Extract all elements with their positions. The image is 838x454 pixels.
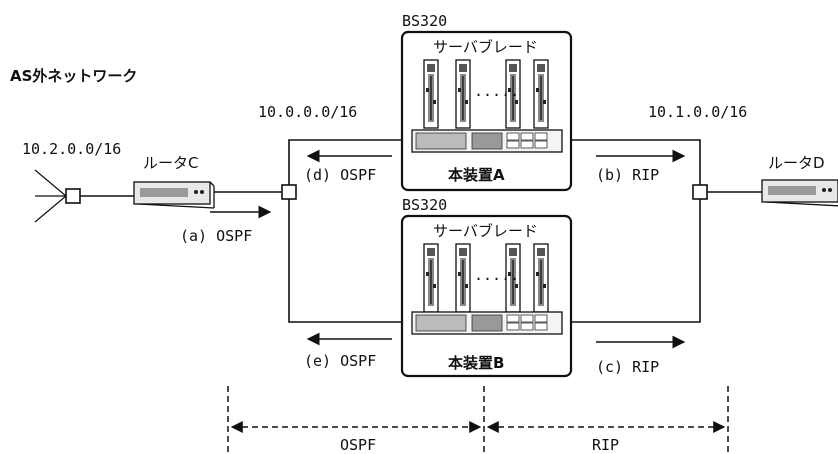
blade-a-1 xyxy=(423,59,439,129)
blade-b-2 xyxy=(455,243,471,313)
blade-a-4 xyxy=(533,59,549,129)
server-blade-label-b: サーバブレード xyxy=(433,222,538,240)
device-b-label: 本装置B xyxy=(448,354,504,372)
domain-brackets xyxy=(227,386,729,454)
ospf-domain-label: OSPF xyxy=(340,436,376,454)
right-junction-node xyxy=(692,184,708,200)
left-hub-node xyxy=(65,188,81,204)
link-device-a-right-junction xyxy=(552,139,701,185)
switch-unit-a xyxy=(411,129,563,153)
external-network-label: AS外ネットワーク xyxy=(10,67,137,85)
router-d xyxy=(761,179,838,207)
external-network-fanout xyxy=(34,169,67,223)
link-junction-device-b xyxy=(288,199,420,323)
router-d-label: ルータD xyxy=(768,154,825,172)
chassis-top-model: BS320 xyxy=(402,12,447,30)
blade-a-2 xyxy=(455,59,471,129)
blade-ellipsis-a: ..... xyxy=(474,82,519,100)
chassis-bottom-model: BS320 xyxy=(402,196,447,214)
flow-d-label: (d) OSPF xyxy=(304,166,376,184)
router-c-label: ルータC xyxy=(143,154,198,172)
middle-network-label: 10.0.0.0/16 xyxy=(258,103,357,121)
flow-c-label: (c) RIP xyxy=(596,358,659,376)
left-network-label: 10.2.0.0/16 xyxy=(22,140,121,158)
link-junction-device-a xyxy=(288,139,420,185)
flow-a-label: (a) OSPF xyxy=(180,227,252,245)
blade-b-1 xyxy=(423,243,439,313)
left-junction-node xyxy=(281,184,297,200)
switch-unit-b xyxy=(411,311,563,335)
right-network-label: 10.1.0.0/16 xyxy=(648,103,747,121)
blade-ellipsis-b: ..... xyxy=(474,266,519,284)
router-c xyxy=(133,181,215,209)
blade-b-4 xyxy=(533,243,549,313)
rip-domain-label: RIP xyxy=(592,436,619,454)
link-device-b-right-junction xyxy=(552,199,701,323)
device-a-label: 本装置A xyxy=(448,166,505,184)
chassis-b-frame xyxy=(400,214,573,378)
flow-b-label: (b) RIP xyxy=(596,166,659,184)
flow-e-label: (e) OSPF xyxy=(304,352,376,370)
server-blade-label-a: サーバブレード xyxy=(433,38,538,56)
